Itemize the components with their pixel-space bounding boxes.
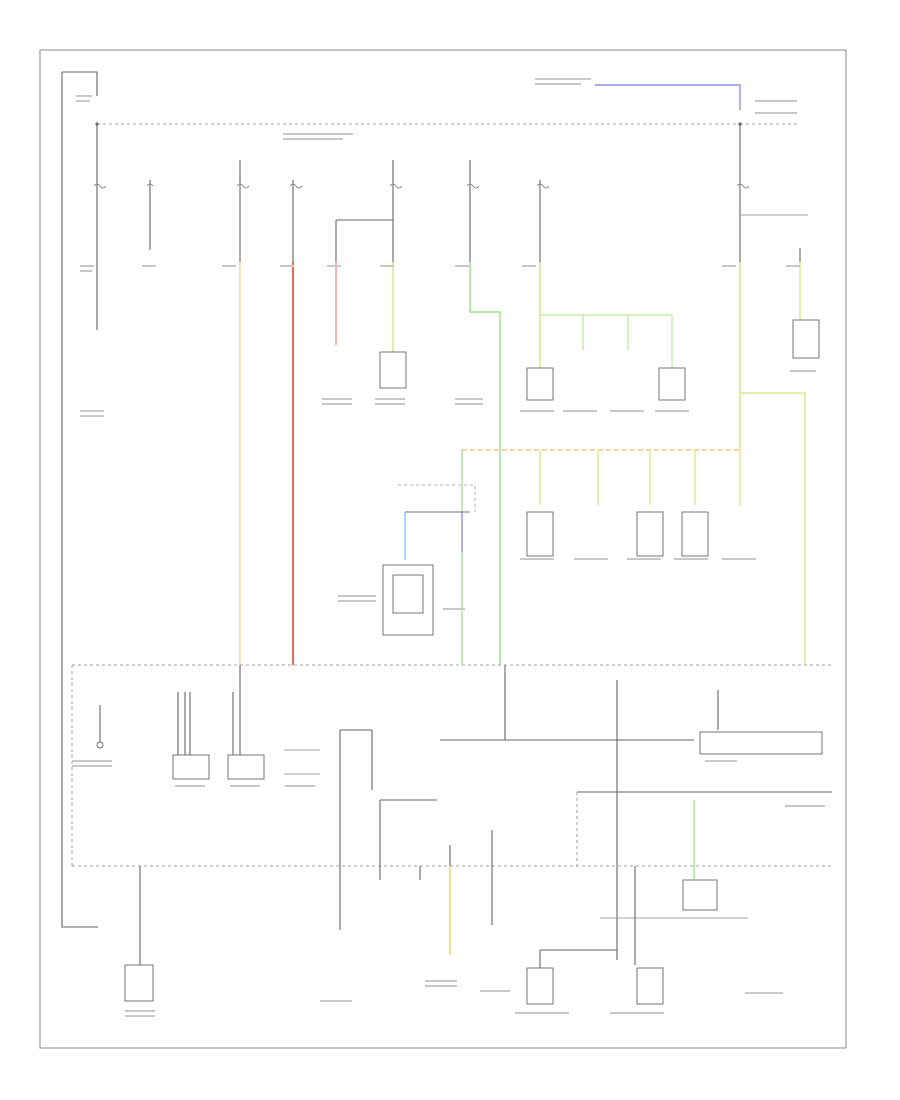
diagram-frame	[39, 49, 847, 1049]
wire-green-2	[540, 314, 673, 368]
faint-labels	[72, 78, 825, 1017]
top-bus	[61, 71, 800, 928]
wire-green-3	[582, 315, 629, 350]
wire-yg-6	[539, 450, 741, 505]
bottom-section	[124, 866, 748, 1005]
components-row-1	[379, 319, 820, 401]
mid-block	[71, 664, 832, 867]
fuse-symbols	[93, 183, 750, 189]
components-row-2	[382, 511, 709, 636]
wire-yg-4	[740, 392, 806, 665]
wire-blue-top	[595, 84, 741, 110]
fuse-drops	[96, 124, 808, 330]
wire-dash-2	[398, 484, 476, 512]
wire-green-1	[469, 262, 501, 665]
